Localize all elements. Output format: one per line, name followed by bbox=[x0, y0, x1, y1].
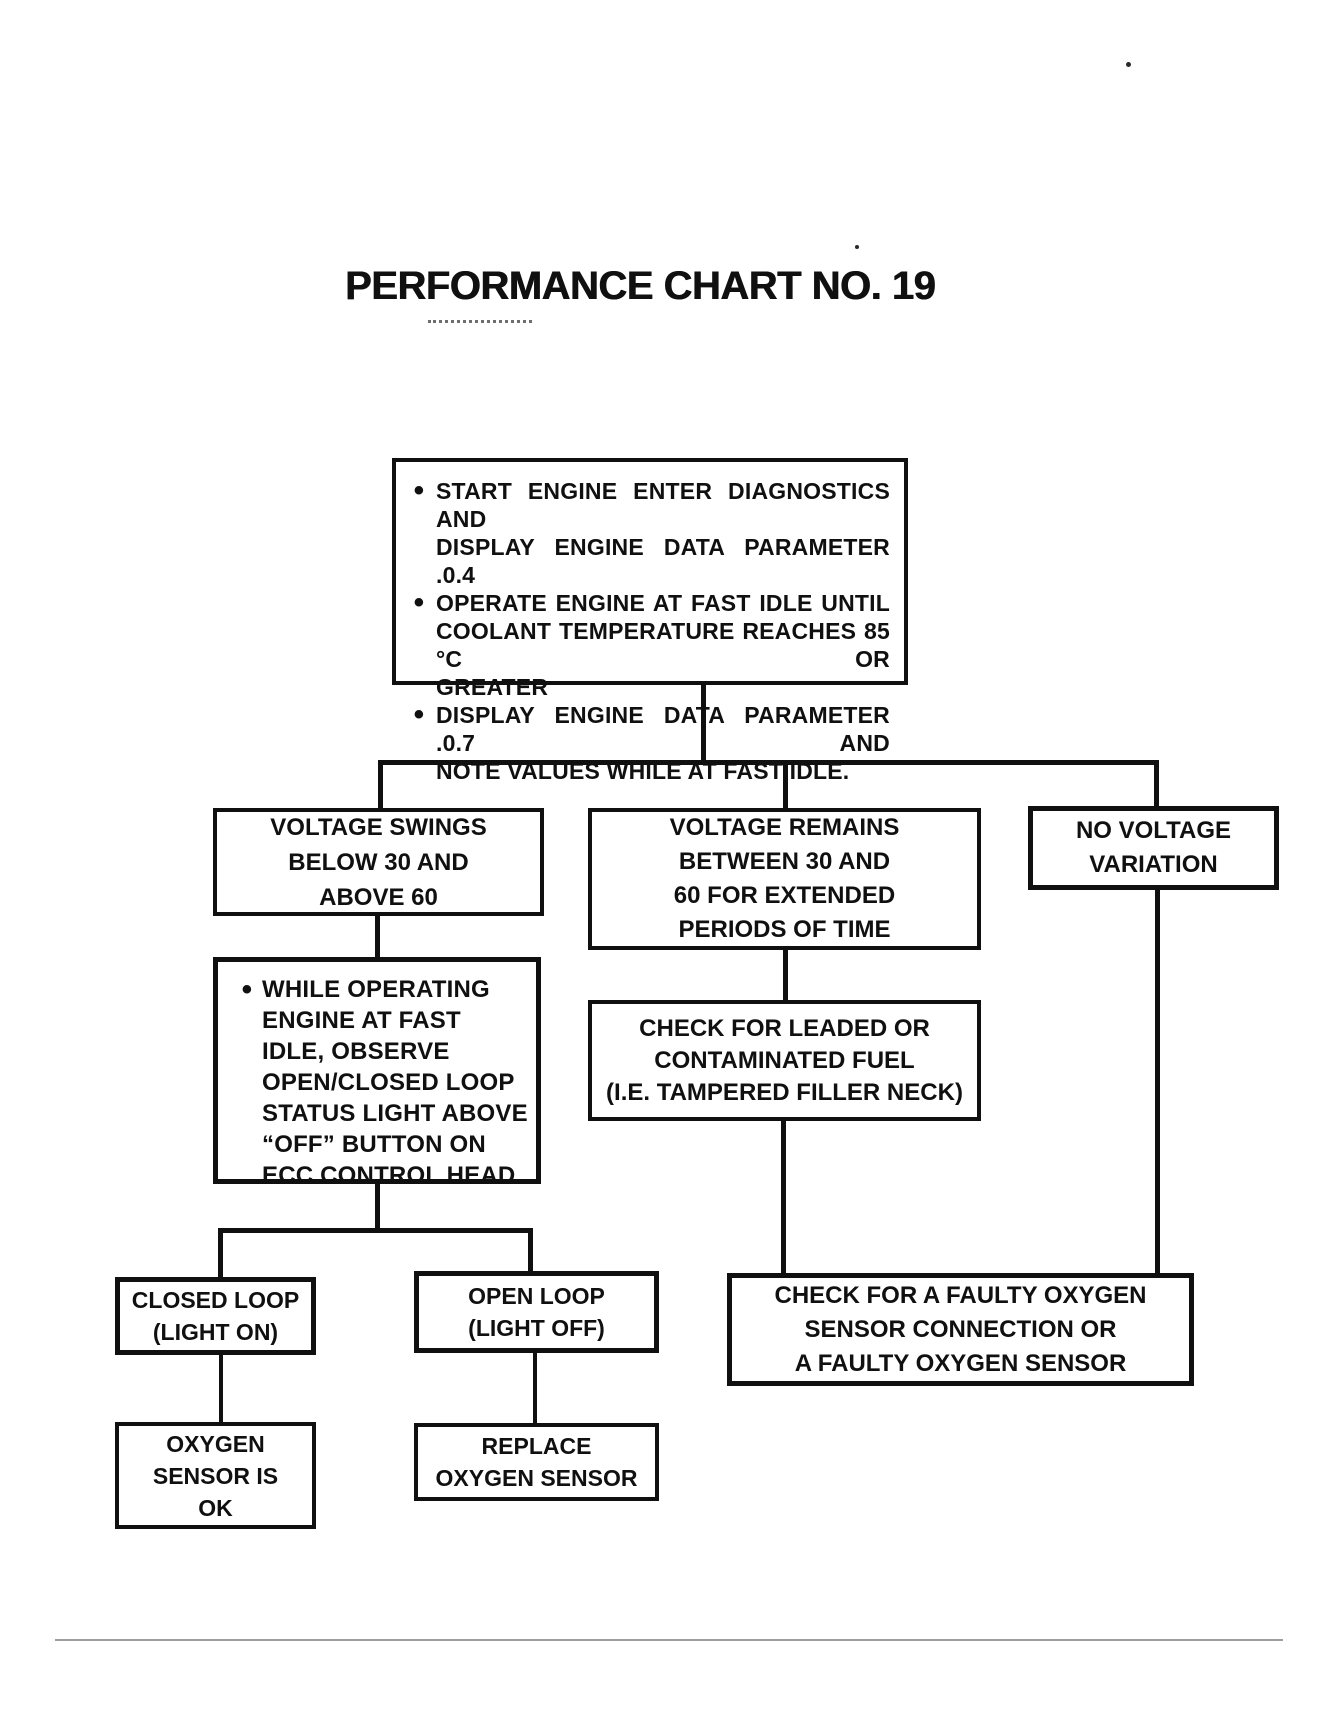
connector-swings-to-observe bbox=[375, 913, 380, 960]
instruction-line: COOLANT TEMPERATURE REACHES 85 °C OR bbox=[436, 618, 890, 672]
node-text-line: STATUS LIGHT ABOVE bbox=[262, 1100, 528, 1127]
connector-drop-closed-loop bbox=[218, 1228, 223, 1280]
node-text-line: CHECK FOR LEADED OR bbox=[639, 1014, 930, 1042]
node-text-line: SENSOR CONNECTION OR bbox=[804, 1315, 1117, 1343]
node-text-line: OXYGEN bbox=[166, 1430, 265, 1457]
bullet-icon: • bbox=[241, 973, 253, 1006]
node-sensor-ok: OXYGEN SENSOR IS OK bbox=[115, 1422, 316, 1529]
node-text-line: “OFF” BUTTON ON bbox=[262, 1131, 486, 1158]
node-text-line: ECC CONTROL HEAD bbox=[262, 1162, 516, 1189]
connector-loop-horizontal bbox=[218, 1228, 532, 1233]
node-text-line: OK bbox=[198, 1494, 233, 1521]
node-check-fuel: CHECK FOR LEADED OR CONTAMINATED FUEL (I… bbox=[588, 1000, 981, 1121]
node-text-line: CHECK FOR A FAULTY OXYGEN bbox=[774, 1281, 1147, 1309]
scan-speck bbox=[855, 245, 859, 249]
node-start-instructions: • START ENGINE ENTER DIAGNOSTICS AND DIS… bbox=[392, 458, 908, 784]
node-text-line: SENSOR IS bbox=[152, 1462, 279, 1489]
node-text-line: CLOSED LOOP bbox=[131, 1287, 300, 1313]
page-title: PERFORMANCE CHART NO. 19 bbox=[344, 264, 936, 308]
node-check-oxygen-sensor: CHECK FOR A FAULTY OXYGEN SENSOR CONNECT… bbox=[727, 1273, 1194, 1386]
connector-drop-left bbox=[378, 760, 383, 810]
node-text-line: WHILE OPERATING bbox=[262, 976, 490, 1003]
instruction-bullet-2: • OPERATE ENGINE AT FAST IDLE UNTIL COOL… bbox=[402, 586, 890, 701]
connector-main-horizontal bbox=[378, 760, 1159, 765]
footer-rule bbox=[55, 1639, 1283, 1641]
connector-drop-right bbox=[1154, 760, 1159, 809]
connector-observe-vertical bbox=[375, 1181, 380, 1232]
node-text-line: OXYGEN SENSOR bbox=[435, 1465, 638, 1491]
node-voltage-swings: VOLTAGE SWINGS BELOW 30 AND ABOVE 60 bbox=[213, 808, 544, 916]
instruction-bullet-3: • DISPLAY ENGINE DATA PARAMETER .0.7 AND… bbox=[402, 698, 890, 785]
connector-remains-to-fuel bbox=[783, 948, 788, 1002]
connector-closed-to-ok bbox=[219, 1352, 223, 1425]
node-text-line: OPEN LOOP bbox=[468, 1283, 605, 1309]
node-text-line: CONTAMINATED FUEL bbox=[654, 1046, 915, 1074]
node-text-line: PERIODS OF TIME bbox=[678, 916, 891, 943]
connector-drop-open-loop bbox=[528, 1228, 533, 1274]
node-text-line: BELOW 30 AND bbox=[288, 848, 469, 876]
connector-open-to-replace bbox=[533, 1350, 537, 1426]
node-text-line: (LIGHT OFF) bbox=[468, 1315, 605, 1341]
node-text-line: A FAULTY OXYGEN SENSOR bbox=[794, 1349, 1127, 1377]
node-observe-status-light: • WHILE OPERATING ENGINE AT FAST IDLE, O… bbox=[213, 957, 541, 1189]
node-text-line: (LIGHT ON) bbox=[152, 1319, 279, 1345]
instruction-line: DISPLAY ENGINE DATA PARAMETER .0.4 bbox=[436, 534, 890, 588]
connector-drop-middle bbox=[783, 760, 788, 810]
bullet-icon: • bbox=[413, 474, 425, 507]
instruction-bullet-1: • START ENGINE ENTER DIAGNOSTICS AND DIS… bbox=[402, 474, 890, 589]
node-text-line: REPLACE bbox=[481, 1433, 592, 1459]
bullet-icon: • bbox=[413, 586, 425, 619]
node-replace-sensor: REPLACE OXYGEN SENSOR bbox=[414, 1423, 659, 1501]
node-open-loop: OPEN LOOP (LIGHT OFF) bbox=[414, 1271, 659, 1353]
instruction-line: START ENGINE ENTER DIAGNOSTICS AND bbox=[436, 478, 890, 532]
instruction-line: OPERATE ENGINE AT FAST IDLE UNTIL bbox=[436, 590, 890, 616]
instruction-line: NOTE VALUES WHILE AT FAST IDLE. bbox=[436, 758, 850, 784]
node-text-line: IDLE, OBSERVE bbox=[262, 1038, 450, 1065]
node-text-line: 60 FOR EXTENDED bbox=[673, 882, 896, 909]
node-text-line: ENGINE AT FAST bbox=[262, 1007, 461, 1034]
node-text-line: NO VOLTAGE bbox=[1075, 817, 1232, 844]
node-text-line: OPEN/CLOSED LOOP bbox=[262, 1069, 515, 1096]
node-text-line: BETWEEN 30 AND bbox=[678, 848, 891, 875]
instruction-line: DISPLAY ENGINE DATA PARAMETER .0.7 AND bbox=[436, 702, 890, 756]
node-text-line: (I.E. TAMPERED FILLER NECK) bbox=[606, 1078, 963, 1106]
node-text-line: VOLTAGE REMAINS bbox=[669, 814, 900, 841]
node-text-line: VARIATION bbox=[1089, 851, 1218, 878]
connector-top-vertical bbox=[701, 683, 706, 764]
title-underline-artifact bbox=[428, 320, 532, 323]
node-no-voltage-variation: NO VOLTAGE VARIATION bbox=[1028, 806, 1279, 890]
node-closed-loop: CLOSED LOOP (LIGHT ON) bbox=[115, 1277, 316, 1355]
node-voltage-remains: VOLTAGE REMAINS BETWEEN 30 AND 60 FOR EX… bbox=[588, 808, 981, 950]
node-text-line: ABOVE 60 bbox=[319, 883, 438, 911]
instruction-line: GREATER bbox=[436, 674, 549, 700]
connector-novoltage-to-oxygen-check bbox=[1155, 887, 1160, 1275]
bullet-icon: • bbox=[413, 698, 425, 731]
node-text-line: VOLTAGE SWINGS bbox=[270, 813, 487, 841]
connector-fuel-to-oxygen-check bbox=[781, 1118, 786, 1275]
scan-speck bbox=[1126, 62, 1131, 67]
